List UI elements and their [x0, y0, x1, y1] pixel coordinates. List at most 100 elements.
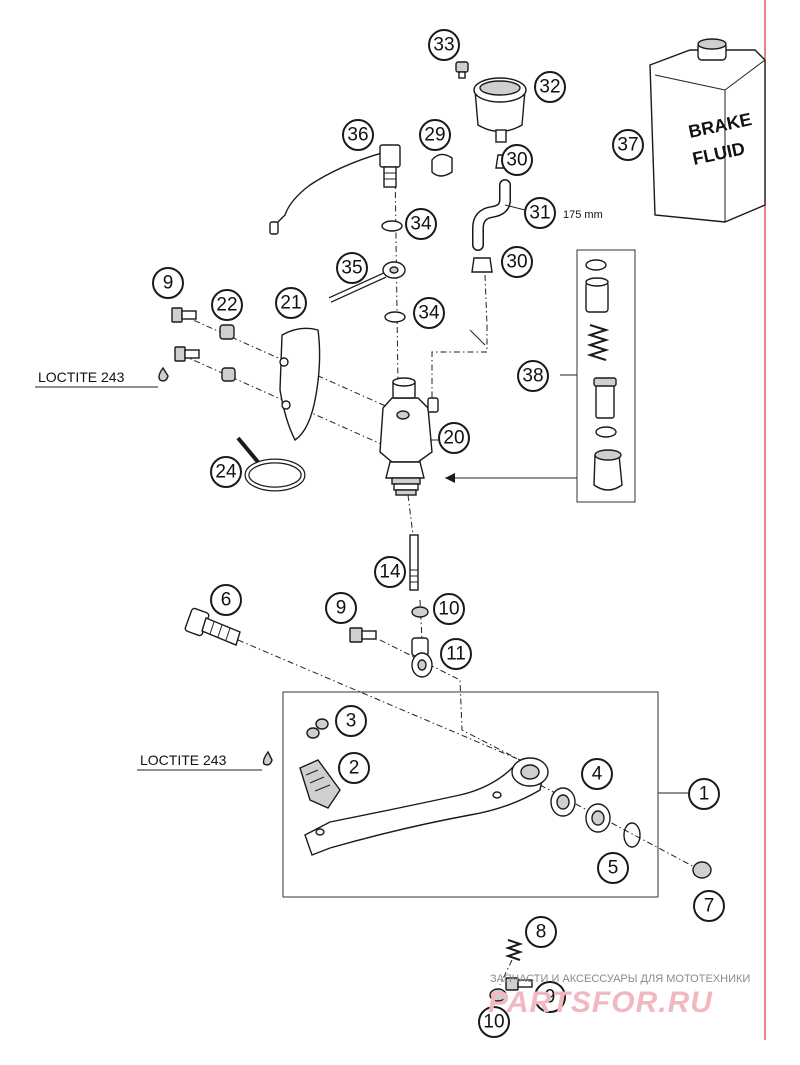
callout-5: 5 — [597, 852, 629, 884]
callout-37: 37 — [612, 129, 644, 161]
callout-20: 20 — [438, 422, 470, 454]
bolt-9-lower — [174, 346, 200, 362]
heat-guard — [279, 327, 321, 442]
callout-2: 2 — [338, 752, 370, 784]
callout-9-bottom-num: 9 — [545, 987, 556, 1008]
reservoir-bolt — [455, 61, 469, 79]
callout-10-mid-num: 10 — [438, 599, 459, 620]
callout-11: 11 — [440, 638, 472, 670]
watermark-tagline: ЗАПЧАСТИ И АКСЕССУАРЫ ДЛЯ МОТОТЕХНИКИ — [490, 973, 750, 985]
nut-10-mid — [411, 606, 429, 618]
callout-14: 14 — [374, 556, 406, 588]
return-spring — [504, 939, 524, 961]
callout-9-top-num: 9 — [163, 273, 174, 294]
callout-29: 29 — [419, 119, 451, 151]
callout-9-top: 9 — [152, 267, 184, 299]
callout-10-bottom-num: 10 — [483, 1012, 504, 1033]
callout-6: 6 — [210, 584, 242, 616]
bolt-9-bottom — [505, 977, 533, 991]
callout-20-num: 20 — [443, 428, 464, 449]
bolt-9-mid — [349, 627, 377, 643]
callout-10-mid: 10 — [433, 593, 465, 625]
callout-14-num: 14 — [379, 562, 401, 583]
master-cylinder — [379, 377, 439, 496]
watermark: ЗАПЧАСТИ И АКСЕССУАРЫ ДЛЯ МОТОТЕХНИКИ PA… — [488, 973, 750, 1019]
callout-29-num: 29 — [424, 125, 445, 146]
callout-7: 7 — [693, 890, 725, 922]
callout-1-num: 1 — [699, 784, 710, 805]
callout-4: 4 — [581, 758, 613, 790]
brake-light-switch — [269, 144, 401, 235]
cable-tie — [236, 436, 306, 492]
callout-38: 38 — [517, 360, 549, 392]
callout-36-num: 36 — [347, 125, 368, 146]
callout-36: 36 — [342, 119, 374, 151]
washer-34-bottom — [384, 311, 406, 323]
tip-screws — [306, 718, 329, 739]
bolt-9-top — [171, 307, 197, 323]
callout-32-num: 32 — [539, 77, 560, 98]
callout-34-bottom-num: 34 — [418, 303, 440, 324]
callout-33-num: 33 — [433, 35, 454, 56]
callout-21: 21 — [275, 287, 307, 319]
circlip — [623, 822, 641, 848]
loctite-drop-bottom — [262, 750, 273, 766]
callout-32: 32 — [534, 71, 566, 103]
callout-35-num: 35 — [341, 258, 362, 279]
callout-24-num: 24 — [215, 462, 237, 483]
nut-22-top — [219, 324, 235, 340]
loctite-top-text: LOCTITE 243 — [38, 369, 125, 385]
callout-30-bottom-num: 30 — [506, 252, 527, 273]
callout-21-num: 21 — [280, 293, 301, 314]
callout-8: 8 — [525, 916, 557, 948]
hose-clamp-29 — [431, 153, 453, 177]
callout-33: 33 — [428, 29, 460, 61]
brake-pedal — [304, 757, 549, 856]
push-rod — [409, 534, 419, 591]
callout-22: 22 — [211, 289, 243, 321]
callout-5-num: 5 — [608, 858, 619, 879]
callout-31: 31 — [524, 197, 556, 229]
callout-1: 1 — [688, 778, 720, 810]
callout-8-num: 8 — [536, 922, 547, 943]
callout-9-mid: 9 — [325, 592, 357, 624]
repair-kit — [445, 249, 636, 503]
callout-11-num: 11 — [446, 644, 466, 665]
callout-2-num: 2 — [349, 758, 360, 779]
pedal-tip — [299, 759, 341, 809]
brake-line — [328, 261, 406, 303]
callout-4-num: 4 — [592, 764, 603, 785]
callout-6-num: 6 — [221, 590, 232, 611]
callout-10-bottom: 10 — [478, 1006, 510, 1038]
hose-length-label: 175 mm — [563, 209, 603, 221]
callout-30-bottom: 30 — [501, 246, 533, 278]
callout-34-top: 34 — [405, 208, 437, 240]
nut-10-bottom — [489, 988, 507, 1002]
brake-fluid-can: BRAKE FLUID — [649, 38, 766, 223]
bearing-4b — [585, 803, 611, 833]
clevis — [411, 637, 433, 678]
callout-34-bottom: 34 — [413, 297, 445, 329]
bearing-4a — [550, 787, 576, 817]
hose-clamp-30-bottom — [471, 257, 493, 273]
nut-22-lower — [221, 367, 236, 382]
callout-3: 3 — [335, 705, 367, 737]
callout-31-num: 31 — [529, 203, 550, 224]
callout-3-num: 3 — [346, 711, 357, 732]
callout-24: 24 — [210, 456, 242, 488]
pedal-kit-box — [282, 691, 659, 898]
callout-34-top-num: 34 — [410, 214, 432, 235]
loctite-label-top: LOCTITE 243 — [35, 369, 158, 388]
washer-34-top — [381, 220, 403, 232]
fluid-reservoir — [473, 77, 527, 143]
callout-30-top-num: 30 — [506, 150, 527, 171]
loctite-label-bottom: LOCTITE 243 — [137, 752, 262, 771]
watermark-logo: PARTSFOR.RU — [488, 986, 713, 1019]
nut-7 — [692, 861, 712, 879]
pivot-bolt — [184, 607, 241, 646]
callout-38-num: 38 — [522, 366, 543, 387]
loctite-drop-top — [158, 366, 169, 382]
callout-22-num: 22 — [216, 295, 237, 316]
callout-9-mid-num: 9 — [336, 598, 347, 619]
